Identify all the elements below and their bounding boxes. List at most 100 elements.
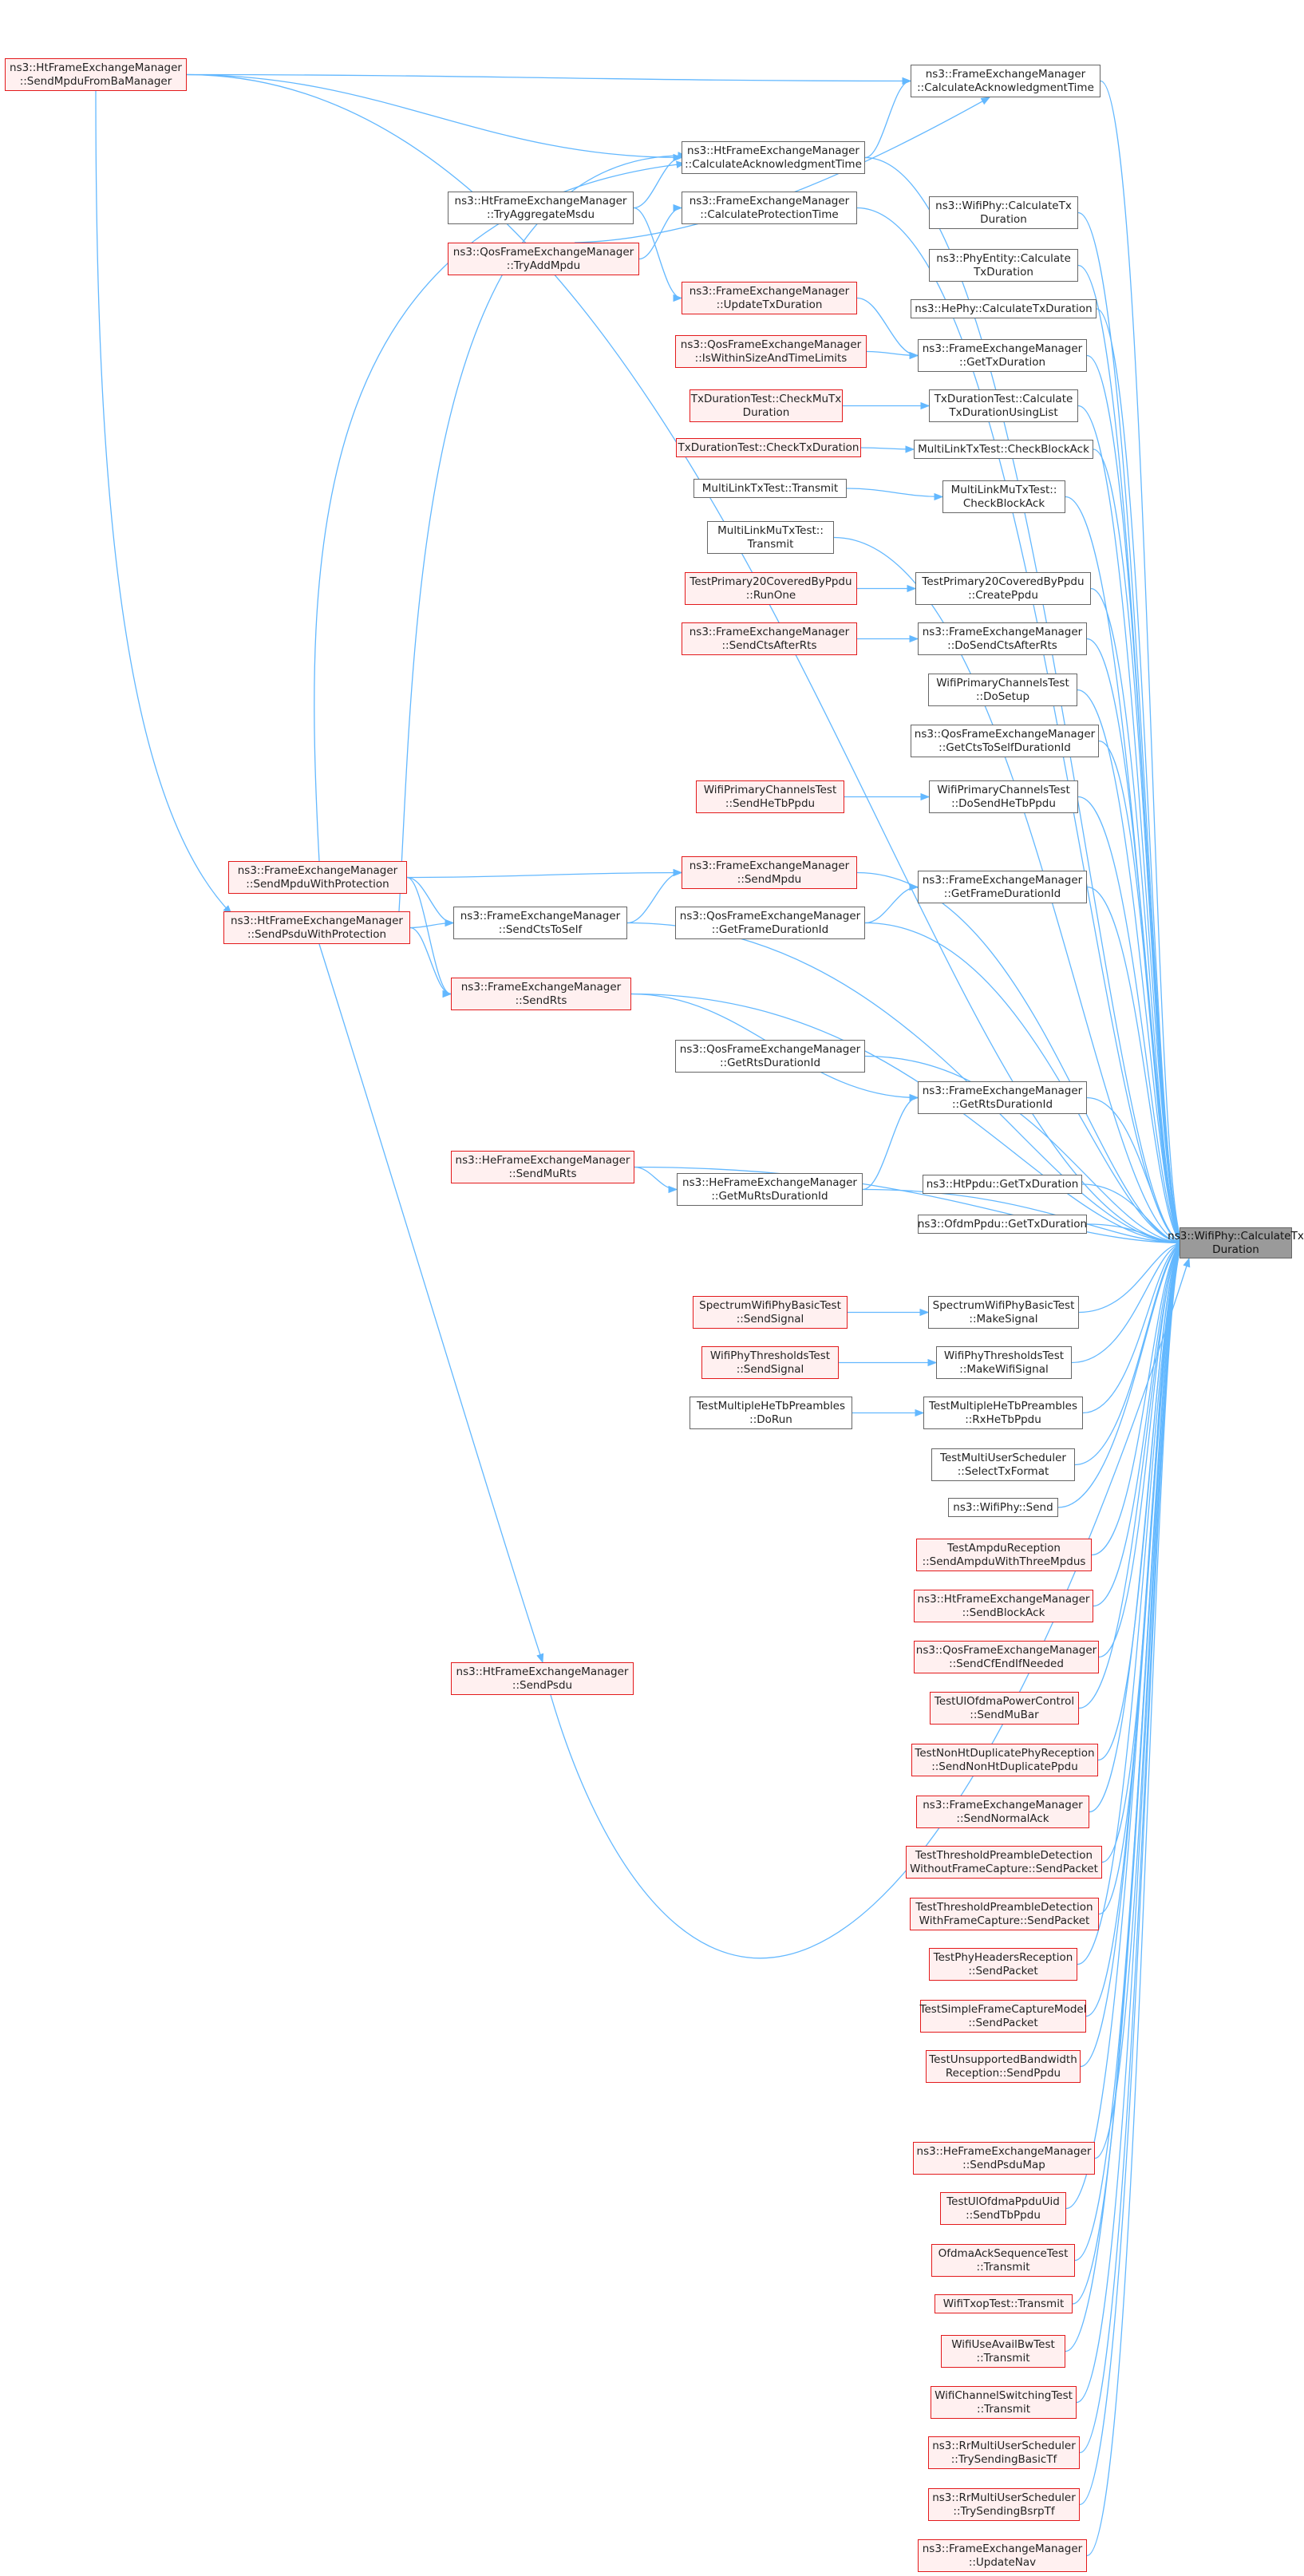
edge-tsfSend-to-root [1085,1239,1186,2017]
graph-node[interactable]: TestMultipleHeTbPreambles::DoRun [690,1397,852,1429]
graph-node[interactable]: TestUlOfdmaPpduUid::SendTbPpdu [940,2192,1066,2225]
edge-tphSend-to-root [1077,1239,1186,1966]
graph-node[interactable]: ns3::FrameExchangeManager::SendCtsToSelf [453,907,627,939]
graph-node[interactable]: SpectrumWifiPhyBasicTest::SendSignal [693,1296,848,1329]
graph-node[interactable]: TestMultiUserScheduler::SelectTxFormat [931,1448,1075,1481]
node-label-line: WithoutFrameCapture::SendPacket [910,1862,1098,1875]
graph-node[interactable]: WifiPrimaryChannelsTest::DoSendHeTbPpdu [929,780,1078,813]
graph-node[interactable]: ns3::WifiPhy::Send [948,1498,1058,1517]
node-label-line: ns3::FrameExchangeManager [923,1798,1083,1811]
node-label-line: TestSimpleFrameCaptureModel [919,2002,1087,2016]
graph-node[interactable]: TestAmpduReception::SendAmpduWithThreeMp… [916,1539,1092,1571]
graph-node[interactable]: ns3::QosFrameExchangeManager::GetRtsDura… [675,1040,865,1073]
node-label-line: ::SendNormalAck [956,1811,1049,1825]
node-label-line: TxDurationTest::CheckMuTx [690,392,842,405]
edge-wpcDoSendHeTb-to-root [1077,796,1186,1247]
graph-node[interactable]: TxDurationTest::CheckTxDuration [676,438,861,457]
graph-node[interactable]: TestMultipleHeTbPreambles::RxHeTbPpdu [923,1397,1083,1429]
edge-htCalcAckTime-to-feCalcAckTime [864,77,912,159]
node-label-line: TxDuration [974,265,1033,279]
graph-node[interactable]: ns3::FrameExchangeManager::SendCtsAfterR… [682,622,857,655]
graph-node[interactable]: ns3::HtFrameExchangeManager::SendPsduWit… [223,911,410,944]
graph-node[interactable]: TestPrimary20CoveredByPpdu::RunOne [685,572,857,605]
graph-node[interactable]: ns3::RrMultiUserScheduler::TrySendingBas… [928,2436,1080,2469]
graph-node[interactable]: ns3::HtFrameExchangeManager::CalculateAc… [682,141,865,174]
graph-node[interactable]: ns3::QosFrameExchangeManager::GetFrameDu… [675,907,865,939]
graph-node[interactable]: ns3::RrMultiUserScheduler::TrySendingBsr… [928,2488,1080,2521]
node-label-line: ns3::FrameExchangeManager [925,67,1086,81]
graph-node[interactable]: TestUlOfdmaPowerControl::SendMuBar [930,1692,1079,1725]
graph-node[interactable]: MultiLinkMuTxTest::CheckBlockAck [942,480,1065,513]
graph-node[interactable]: ns3::HtFrameExchangeManager::TryAggregat… [448,192,634,224]
graph-node[interactable]: ns3::FrameExchangeManager::GetTxDuration [918,339,1087,372]
node-label-line: ns3::QosFrameExchangeManager [915,1643,1097,1657]
graph-node[interactable]: ns3::FrameExchangeManager::UpdateNav [918,2539,1087,2572]
graph-node[interactable]: ns3::FrameExchangeManager::SendMpduWithP… [228,861,407,894]
node-label-line: ::SendPsduWithProtection [247,927,387,941]
graph-node[interactable]: ns3::HtPpdu::GetTxDuration [923,1175,1082,1194]
graph-node[interactable]: WifiTxopTest::Transmit [935,2294,1073,2313]
graph-node[interactable]: ns3::HePhy::CalculateTxDuration [911,299,1097,318]
graph-node[interactable]: ns3::QosFrameExchangeManager::SendCfEndI… [914,1641,1099,1673]
edge-tulSendMuBar-to-root [1078,1239,1186,1709]
graph-node[interactable]: ns3::FrameExchangeManager::SendRts [451,978,631,1010]
edge-feGetRtsDur-to-root [1086,1096,1186,1247]
graph-node[interactable]: ns3::QosFrameExchangeManager::TryAddMpdu [448,243,639,275]
node-label-line: SpectrumWifiPhyBasicTest [932,1298,1075,1312]
graph-node[interactable]: WifiPhyThresholdsTest::MakeWifiSignal [936,1346,1072,1379]
node-label-line: Reception::SendPpdu [945,2066,1061,2080]
graph-node[interactable]: MultiLinkTxTest::CheckBlockAck [914,440,1093,459]
graph-node[interactable]: TestNonHtDuplicatePhyReception::SendNonH… [911,1744,1098,1776]
graph-node[interactable]: ns3::QosFrameExchangeManager::IsWithinSi… [675,335,867,368]
graph-node[interactable]: WifiChannelSwitchingTest::Transmit [931,2386,1077,2419]
edge-qosGetFrameDur-to-feGetFrameDur [864,883,919,924]
node-label-line: ns3::HeFrameExchangeManager [916,2144,1092,2158]
node-label-line: ::CalculateAcknowledgmentTime [685,157,862,171]
graph-node[interactable]: ns3::FrameExchangeManager::UpdateTxDurat… [682,282,857,314]
graph-node[interactable]: ns3::HtFrameExchangeManager::SendMpduFro… [5,58,187,91]
graph-node[interactable]: TestPrimary20CoveredByPpdu::CreatePpdu [915,572,1091,605]
graph-node[interactable]: ns3::HtFrameExchangeManager::SendPsdu [451,1662,634,1695]
graph-node[interactable]: ns3::HeFrameExchangeManager::SendPsduMap [913,2142,1095,2175]
edge-swpMakeSignal-to-root [1078,1239,1186,1314]
edge-feDoSendCts-to-root [1086,638,1186,1247]
graph-node[interactable]: ns3::HeFrameExchangeManager::GetMuRtsDur… [677,1173,863,1206]
edge-htSendMpduFromBa-to-htCalcAckTime [186,73,683,162]
graph-node[interactable]: ns3::FrameExchangeManager::GetFrameDurat… [918,871,1087,903]
graph-node[interactable]: ns3::FrameExchangeManager::GetRtsDuratio… [918,1081,1087,1114]
graph-node[interactable]: ns3::FrameExchangeManager::CalculateProt… [682,192,857,224]
graph-node[interactable]: MultiLinkMuTxTest::Transmit [707,521,834,554]
graph-node[interactable]: ns3::HtFrameExchangeManager::SendBlockAc… [914,1590,1093,1622]
graph-node[interactable]: ns3::QosFrameExchangeManager::GetCtsToSe… [911,725,1099,757]
graph-node[interactable]: ns3::HeFrameExchangeManager::SendMuRts [451,1151,634,1183]
graph-node[interactable]: TestSimpleFrameCaptureModel::SendPacket [920,2000,1086,2033]
graph-node[interactable]: ns3::FrameExchangeManager::CalculateAckn… [911,65,1100,97]
node-label-line: ::SendTbPpdu [966,2208,1041,2222]
graph-node[interactable]: OfdmaAckSequenceTest::Transmit [931,2244,1075,2277]
graph-node[interactable]: MultiLinkTxTest::Transmit [693,479,847,498]
graph-node[interactable]: TestPhyHeadersReception::SendPacket [929,1948,1077,1981]
node-label-line: ::DoSetup [975,689,1030,703]
graph-node[interactable]: ns3::FrameExchangeManager::SendMpdu [682,856,857,889]
graph-node[interactable]: ns3::FrameExchangeManager::DoSendCtsAfte… [918,622,1087,655]
graph-node[interactable]: WifiUseAvailBwTest::Transmit [941,2335,1065,2368]
node-label-line: TestThresholdPreambleDetection [915,1900,1093,1914]
node-label-line: ::SelectTxFormat [957,1464,1049,1478]
node-label-line: CheckBlockAck [962,496,1045,510]
graph-node[interactable]: WifiPhyThresholdsTest::SendSignal [701,1346,839,1379]
graph-node[interactable]: ns3::FrameExchangeManager::SendNormalAck [916,1796,1089,1828]
node-label-line: ::UpdateTxDuration [716,298,823,311]
graph-node[interactable]: ns3::OfdmPpdu::GetTxDuration [918,1215,1087,1234]
graph-node[interactable]: SpectrumWifiPhyBasicTest::MakeSignal [928,1296,1079,1329]
graph-node[interactable]: WifiPrimaryChannelsTest::DoSetup [928,674,1077,706]
graph-node[interactable]: WifiPrimaryChannelsTest::SendHeTbPpdu [696,780,844,813]
node-label-line: TestPrimary20CoveredByPpdu [690,575,852,588]
